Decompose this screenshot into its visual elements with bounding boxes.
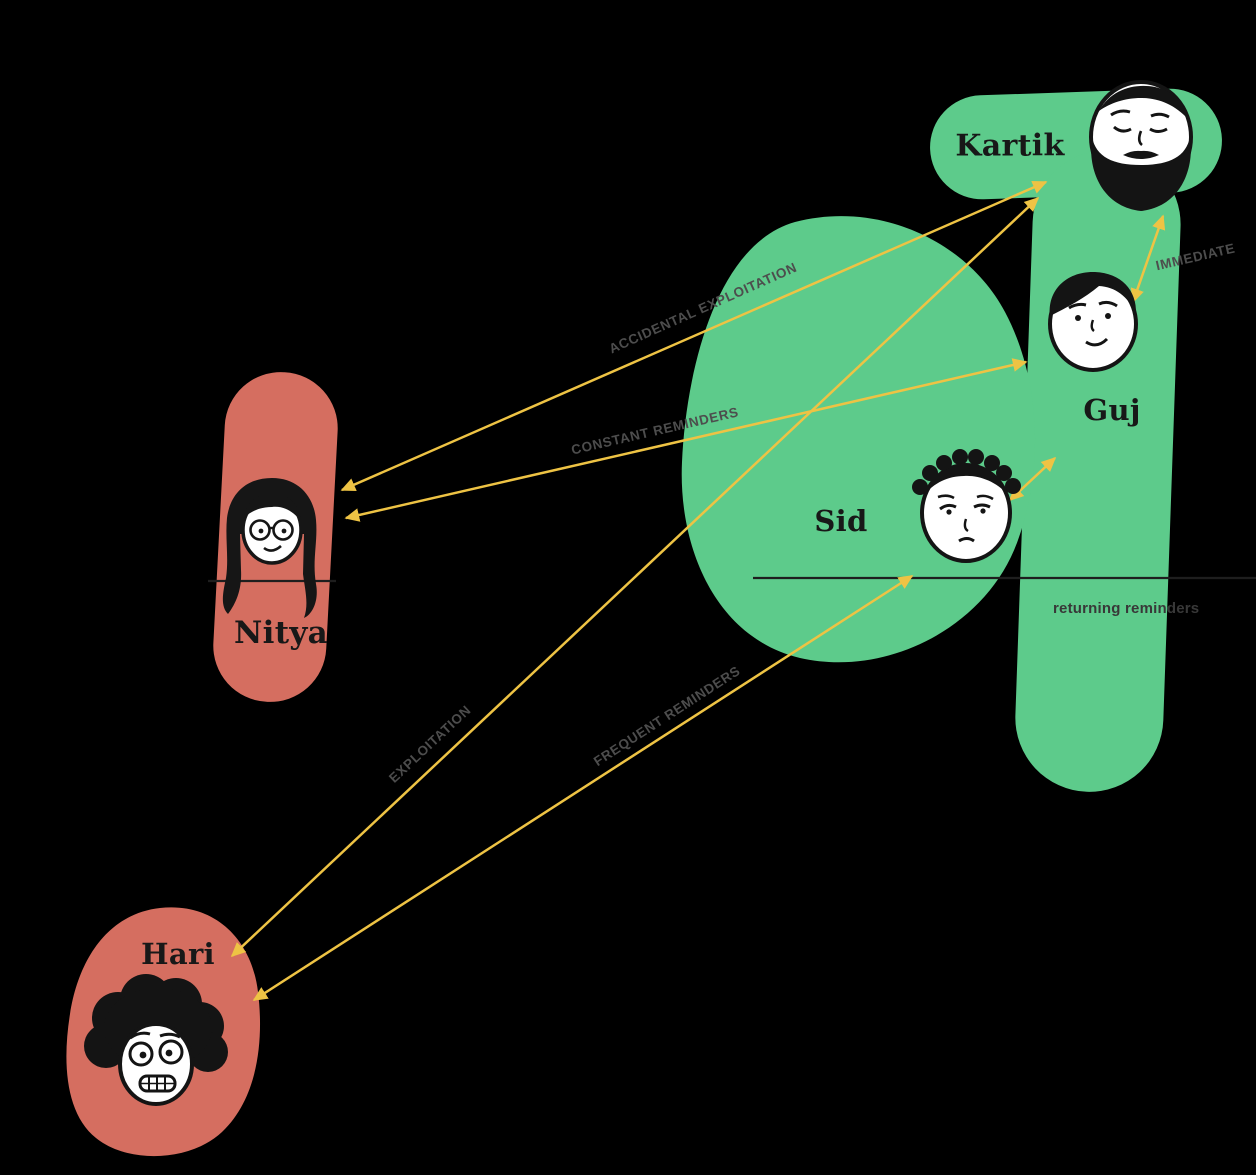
- guj-hair: [1049, 271, 1137, 316]
- guj-blob[interactable]: [1013, 148, 1183, 795]
- sid-left-eye: [946, 509, 952, 515]
- kartik-avatar[interactable]: [1089, 80, 1193, 211]
- nitya-smile: [263, 544, 282, 552]
- guj-left-brow: [1068, 302, 1087, 310]
- guj-right-eye: [1105, 313, 1111, 319]
- edge-sid-hari[interactable]: [252, 574, 914, 1002]
- guj-right-brow: [1098, 300, 1118, 308]
- edge-guj-kartik[interactable]: [1130, 214, 1166, 304]
- edge-sid-guj[interactable]: [1008, 456, 1057, 502]
- node-label-hari[interactable]: Hari: [141, 937, 215, 971]
- sid-hairline: [924, 465, 1008, 495]
- sid-avatar[interactable]: [912, 449, 1021, 563]
- guj-nose: [1090, 319, 1095, 332]
- kartik-left-brow: [1110, 109, 1131, 117]
- sid-blob[interactable]: [681, 216, 1036, 663]
- kartik-beard: [1091, 137, 1191, 211]
- nitya-avatar[interactable]: [222, 478, 317, 618]
- kartik-right-brow: [1150, 112, 1170, 119]
- node-label-guj[interactable]: Guj: [1083, 393, 1141, 427]
- sid-left-brow: [937, 494, 955, 500]
- sid-right-eye: [980, 508, 986, 514]
- kartik-mustache: [1123, 150, 1159, 159]
- node-label-nitya[interactable]: Nitya: [233, 615, 329, 651]
- guj-smirk: [1085, 337, 1109, 347]
- sid-left-lid: [939, 503, 957, 511]
- hari-right-pupil: [165, 1049, 173, 1057]
- guj-avatar[interactable]: [1048, 271, 1138, 372]
- nitya-right-eye: [281, 528, 287, 534]
- kartik-nose: [1137, 130, 1143, 147]
- nitya-left-eye: [258, 528, 264, 534]
- kartik-right-eye: [1149, 127, 1168, 133]
- node-label-sid[interactable]: Sid: [814, 504, 868, 538]
- kartik-left-eye: [1113, 125, 1132, 133]
- kartik-hair: [1099, 85, 1188, 119]
- sid-right-brow: [976, 494, 994, 501]
- guj-left-eye: [1075, 315, 1081, 321]
- hari-left-brow: [129, 1031, 151, 1040]
- sid-mouth: [958, 537, 975, 543]
- node-label-kartik[interactable]: Kartik: [955, 128, 1065, 164]
- sid-hair-twists: [912, 449, 1021, 495]
- sid-nose: [963, 518, 969, 533]
- hari-right-brow: [159, 1032, 181, 1039]
- hari-left-pupil: [139, 1051, 147, 1059]
- sid-right-lid: [973, 503, 991, 509]
- nitya-bangs: [244, 494, 300, 520]
- hari-avatar[interactable]: [84, 974, 228, 1106]
- divider-label-returning-reminders: returning reminders: [1053, 600, 1200, 617]
- sid-head: [920, 463, 1012, 563]
